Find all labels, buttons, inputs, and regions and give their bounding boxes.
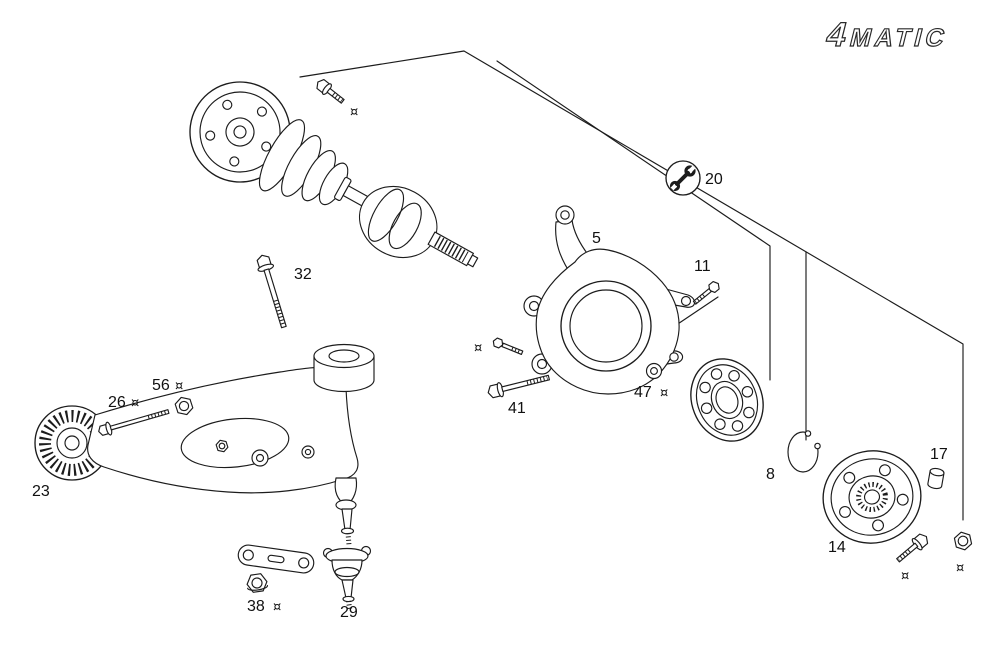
standard-part-marker: ¤ [131,396,139,411]
ball-joint-29-drawing [322,545,372,612]
steering-knuckle-drawing [523,205,696,395]
standard-part-marker: ¤ [956,561,964,576]
part-label-47[interactable]: 47 [634,384,652,401]
standard-part-marker: ¤ [175,379,183,394]
leader-lines [299,50,964,521]
control-arm-drawing [34,343,375,546]
nut-56-drawing [174,396,194,416]
part-label-8[interactable]: 8 [766,466,775,483]
logo-text: MATIC [847,24,951,52]
standard-part-markers: ¤ ¤ ¤ ¤ ¤ ¤ ¤ ¤ [131,105,964,615]
bracket-drawing [237,544,315,574]
part-label-5[interactable]: 5 [592,230,601,247]
stub-shaft [427,231,474,267]
standard-part-marker: ¤ [350,105,358,120]
part-label-23[interactable]: 23 [32,483,50,500]
part-label-14[interactable]: 14 [828,539,846,556]
part-label-41[interactable]: 41 [508,400,526,417]
plug-17-drawing [927,467,945,490]
wheel-hub-drawing [822,450,922,544]
washer-47-drawing [645,362,663,380]
bolt-41-drawing [487,374,550,399]
service-wrench-badge [665,160,701,196]
cv-joint-inner [358,185,438,259]
4matic-logo: 4 MATIC [822,16,952,55]
standard-part-marker: ¤ [474,341,482,356]
standard-part-marker: ¤ [901,569,909,584]
small-bolt-drawing [492,337,524,355]
hub-nut-drawing [953,531,973,551]
bolt-11-drawing [692,280,720,305]
lock-nut-38-drawing [246,573,269,593]
standard-part-marker: ¤ [660,386,668,401]
part-label-20[interactable]: 20 [705,171,723,188]
wrench-icon [669,165,696,192]
snap-ring-drawing [787,430,823,473]
flange-bolt-drawing [316,78,345,104]
part-label-26[interactable]: 26 [108,394,126,411]
part-label-38[interactable]: 38 [247,598,265,615]
hub-bolt-drawing [896,533,929,563]
part-label-17[interactable]: 17 [930,446,948,463]
standard-part-marker: ¤ [273,600,281,615]
part-labels: 20 32 5 11 41 47 26 56 23 8 17 14 38 29 [32,171,948,621]
drive-axle-assembly [189,81,479,268]
wheel-bearing-drawing [690,358,764,442]
bolt-32-drawing [256,254,287,329]
bolt-26-drawing [98,409,170,436]
part-label-11[interactable]: 11 [694,258,711,275]
part-label-32[interactable]: 32 [294,266,312,283]
part-label-29[interactable]: 29 [340,604,358,621]
part-label-56[interactable]: 56 [152,377,170,394]
